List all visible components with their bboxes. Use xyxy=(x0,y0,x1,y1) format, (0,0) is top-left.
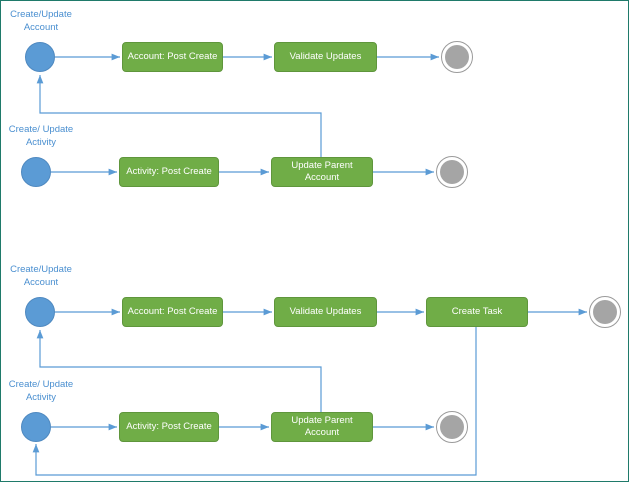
d1-activity-start-node xyxy=(21,157,51,187)
d2-update-parent-account-node: Update Parent Account xyxy=(271,412,373,442)
d2-account-post-create-node: Account: Post Create xyxy=(122,297,223,327)
d1-activity-label: Create/ Update Activity xyxy=(8,124,74,148)
d2-account-start-node xyxy=(25,297,55,327)
d1-account-post-create-node: Account: Post Create xyxy=(122,42,223,72)
d1-activity-post-create-node: Activity: Post Create xyxy=(119,157,219,187)
d1-account-start-node xyxy=(25,42,55,72)
d2-activity-label: Create/ Update Activity xyxy=(8,379,74,403)
d1-update-parent-account-node: Update Parent Account xyxy=(271,157,373,187)
d1-validate-updates-node: Validate Updates xyxy=(274,42,377,72)
d1-account-label: Create/Update Account xyxy=(10,9,72,33)
d2-activity-post-create-node: Activity: Post Create xyxy=(119,412,219,442)
d2-account-label: Create/Update Account xyxy=(10,264,72,288)
d2-activity-start-node xyxy=(21,412,51,442)
d2-create-task-node: Create Task xyxy=(426,297,528,327)
edge-d1-update-parent-to-account xyxy=(36,75,322,157)
d2-activity-end-node xyxy=(436,411,468,443)
d2-account-end-node xyxy=(589,296,621,328)
d1-activity-end-node xyxy=(436,156,468,188)
edge-d2-create-task-to-activity xyxy=(32,327,477,476)
d1-account-end-node xyxy=(441,41,473,73)
d2-validate-updates-node: Validate Updates xyxy=(274,297,377,327)
edge-d2-update-parent-to-account xyxy=(36,330,322,412)
